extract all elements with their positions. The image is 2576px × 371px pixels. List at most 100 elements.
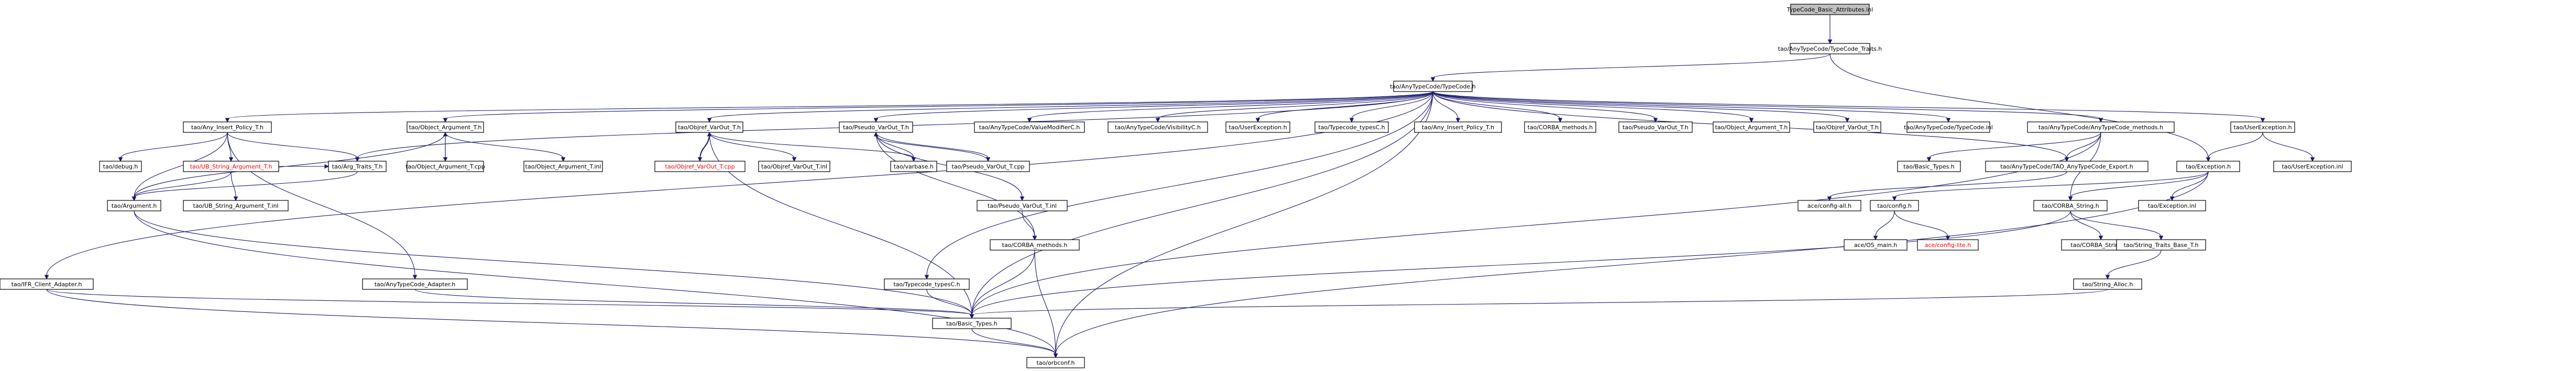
node-tao-anytypecode-typecode-inl[interactable]: tao/AnyTypeCode/TypeCode.inl [1904,121,1993,133]
node-tao-pseudo-varout-t-h[interactable]: tao/Pseudo_VarOut_T.h [839,121,913,133]
edge-line [227,132,415,276]
node-label: tao/Pseudo_VarOut_T.cpp [952,163,1025,170]
node-ace-os-main-h[interactable]: ace/OS_main.h [1844,239,1908,251]
edge-line [2208,132,2263,159]
node-tao-pseudo-varout-t-inl[interactable]: tao/Pseudo_VarOut_T.inl [977,200,1068,211]
node-tao-debug-h[interactable]: tao/debug.h [99,161,142,172]
arrowhead [2310,157,2315,162]
node-label: ace/config-lite.h [1925,242,1971,249]
node-tao-anytypecode-valuemodifierc-h[interactable]: tao/AnyTypeCode/ValueModifierC.h [974,121,1085,133]
edge [1432,91,2103,123]
arrowhead [118,157,123,162]
arrowhead [873,131,879,137]
edge-line [875,132,989,159]
node-tao-userexception-h[interactable]: tao/UserException.h [1225,121,1290,133]
node-tao-string-traits-base-t-h[interactable]: tao/String_Traits_Base_T.h [2116,239,2206,251]
node-tao-anytypecode-tao-anytypecode-export-h[interactable]: tao/AnyTypeCode/TAO_AnyTypeCode_Export.h [1985,161,2149,172]
node-tao-pseudo-varout-t-h[interactable]: tao/Pseudo_VarOut_T.h [1618,121,1693,133]
arrowhead [707,118,712,123]
node-tao-object-argument-t-h[interactable]: tao/Object_Argument_T.h [1713,121,1790,133]
arrowhead [1349,118,1354,123]
node-box [362,278,468,290]
node-box [1985,161,2149,172]
node-box [1813,121,1881,133]
node-tao-objref-varout-t-inl[interactable]: tao/Objref_VarOut_T.inl [758,161,830,172]
node-tao-userexception-h[interactable]: tao/UserException.h [2230,121,2295,133]
node-tao-basic-types-h[interactable]: tao/Basic_Types.h [932,318,1012,329]
edge [1873,210,1895,241]
node-label: tao/Objref_VarOut_T.cpp [665,163,735,170]
edge [2169,171,2209,201]
node-tao-corba-string-h[interactable]: tao/CORBA_String.h [2033,200,2108,211]
node-tao-objref-varout-t-h[interactable]: tao/Objref_VarOut_T.h [675,121,743,133]
node-tao-arg-traits-t-h[interactable]: tao/Arg_Traits_T.h [328,161,387,172]
node-tao-corba-methods-h[interactable]: tao/CORBA_methods.h [990,239,1080,251]
node-tao-varbase-h[interactable]: tao/varbase.h [890,161,937,172]
node-tao-object-argument-t-cpp[interactable]: tao/Object_Argument_T.cpp [405,161,485,172]
node-tao-ifr-client-adapter-h[interactable]: tao/IFR_Client_Adapter.h [0,278,94,290]
node-tao-basic-types-h[interactable]: tao/Basic_Types.h [1897,161,1961,172]
node-tao-userexception-inl[interactable]: tao/UserException.inl [2273,161,2352,172]
node-tao-ub-string-argument-t-h[interactable]: tao/UB_String_Argument_T.h [183,161,279,172]
node-box [2033,200,2108,211]
edge-line [971,210,2071,316]
edge [443,91,1433,123]
node-box [1790,43,1870,54]
node-tao-pseudo-varout-t-cpp[interactable]: tao/Pseudo_VarOut_T.cpp [946,161,1030,172]
node-tao-anytypecode-anytypecode-methods-h[interactable]: tao/AnyTypeCode/AnyTypeCode_methods.h [2027,121,2175,133]
node-tao-any-insert-policy-t-h[interactable]: tao/Any_Insert_Policy_T.h [183,121,272,133]
node-box [523,161,603,172]
node-label: tao/AnyTypeCode/ValueModifierC.h [979,124,1080,131]
node-tao-argument-h[interactable]: tao/Argument.h [107,200,161,211]
arrowhead [228,157,234,162]
node-label: tao/Objref_VarOut_T.h [1816,124,1879,131]
node-tao-ub-string-argument-t-inl[interactable]: tao/UB_String_Argument_T.inl [183,200,289,211]
node-tao-anytypecode-visibilityc-h[interactable]: tao/AnyTypeCode/VisibilityC.h [1108,121,1208,133]
node-tao-anytypecode-adapter-h[interactable]: tao/AnyTypeCode_Adapter.h [362,278,468,290]
node-tao-corba-methods-h[interactable]: tao/CORBA_methods.h [1524,121,1596,133]
edge-line [1432,91,1561,119]
node-tao-anytypecode-typecode-h[interactable]: tao/AnyTypeCode/TypeCode.h [1390,81,1476,92]
node-label: tao/String_Alloc.h [2082,281,2133,288]
node-typecode-basic-attributes-inl[interactable]: TypeCode_Basic_Attributes.inl [1786,4,1873,15]
edge-line [1928,132,2101,159]
node-tao-objref-varout-t-h[interactable]: tao/Objref_VarOut_T.h [1813,121,1881,133]
node-tao-typecode-typesc-h[interactable]: tao/Typecode_typesC.h [1314,121,1389,133]
edge [46,289,974,319]
arrowhead [1926,157,1932,162]
node-tao-objref-varout-t-cpp[interactable]: tao/Objref_VarOut_T.cpp [654,161,746,172]
node-label: TypeCode_Basic_Attributes.inl [1786,6,1873,13]
edge-line [1432,91,1656,119]
edge-line [709,132,914,159]
edge [1432,91,1461,123]
edge-line [134,171,358,198]
edge [1432,91,2265,123]
edge [2262,132,2315,162]
node-tao-orbconf-h[interactable]: tao/orbconf.h [1026,357,1085,368]
node-tao-exception-h[interactable]: tao/Exception.h [2176,161,2240,172]
node-tao-object-argument-t-inl[interactable]: tao/Object_Argument_T.inl [523,161,603,172]
edge [1892,171,2209,201]
node-box [1797,200,1861,211]
node-ace-config-all-h[interactable]: ace/config-all.h [1797,200,1861,211]
node-tao-typecode-typesc-h[interactable]: tao/Typecode_typesC.h [884,278,970,290]
edge-line [1034,250,1056,355]
node-tao-anytypecode-typecode-traits-h[interactable]: tao/AnyTypeCode/TypeCode_Traits.h [1778,43,1882,54]
node-label: tao/varbase.h [894,163,934,170]
edge [131,171,358,201]
node-tao-config-h[interactable]: tao/config.h [1870,200,1919,211]
node-tao-object-argument-t-h[interactable]: tao/Object_Argument_T.h [407,121,484,133]
node-label: tao/AnyTypeCode/TAO_AnyTypeCode_Export.h [2000,163,2133,170]
edge [1827,14,1833,44]
edge [1829,53,2211,162]
node-tao-exception-inl[interactable]: tao/Exception.inl [2138,200,2206,211]
node-tao-any-insert-policy-t-h[interactable]: tao/Any_Insert_Policy_T.h [1414,121,1502,133]
arrowhead [969,314,974,319]
node-label: tao/Pseudo_VarOut_T.inl [988,203,1057,209]
node-box [2138,200,2206,211]
node-tao-string-alloc-h[interactable]: tao/String_Alloc.h [2073,278,2142,290]
node-ace-config-lite-h[interactable]: ace/config-lite.h [1917,239,1979,251]
node-label: tao/UserException.inl [2282,163,2343,170]
arrowhead [2158,235,2164,241]
node-label: tao/Pseudo_VarOut_T.h [1623,124,1689,131]
